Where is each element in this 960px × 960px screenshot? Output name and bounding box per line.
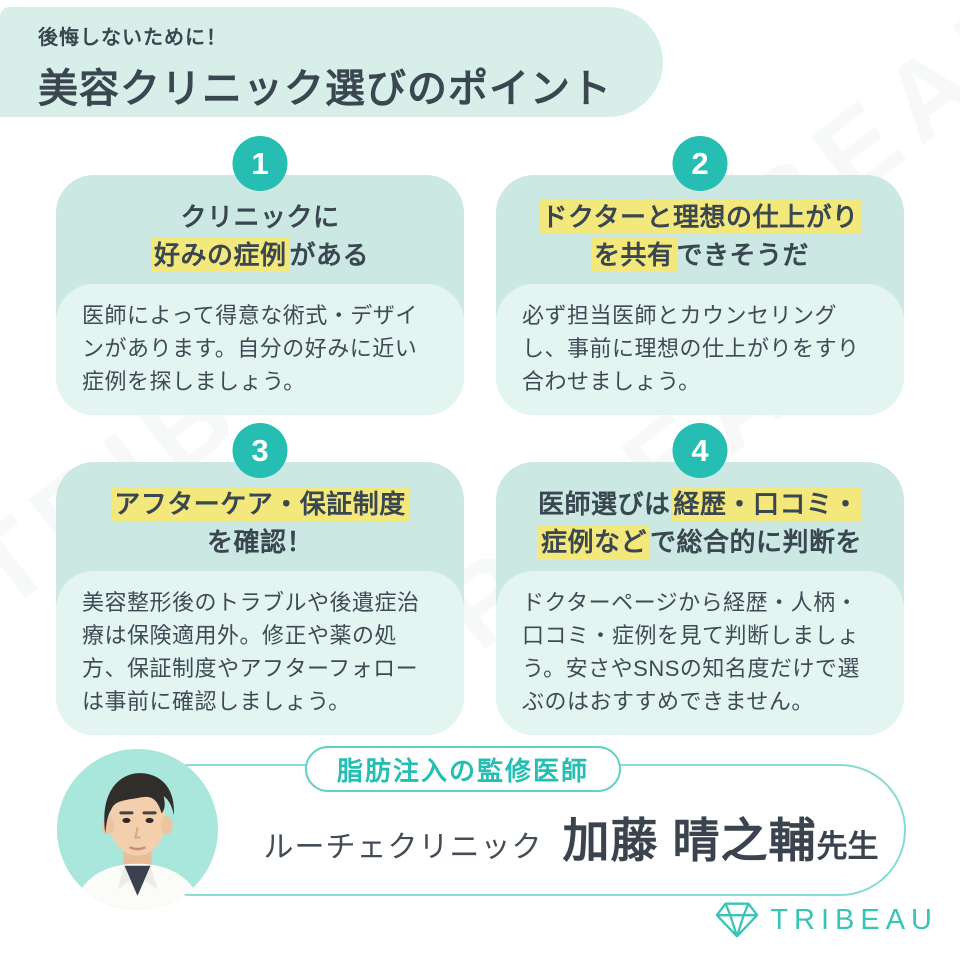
point-number-badge: 3 bbox=[232, 423, 288, 478]
point-description: 美容整形後のトラブルや後遺症治療は保険適用外。修正や薬の処方、保証制度やアフター… bbox=[82, 590, 420, 715]
highlighted-text: を共有 bbox=[590, 237, 677, 272]
plain-text: を確認！ bbox=[206, 526, 313, 557]
point-card: 3 アフターケア・保証制度を確認！ 美容整形後のトラブルや後遺症治療は保険適用外… bbox=[56, 423, 464, 736]
point-number-badge: 4 bbox=[672, 423, 728, 478]
diamond-icon bbox=[716, 902, 759, 938]
highlighted-text: ドクターと理想の仕上がり bbox=[538, 200, 862, 234]
point-description: 必ず担当医師とカウンセリングし、事前に理想の仕上がりをすり合わせましょう。 bbox=[522, 303, 860, 395]
plain-text: 医師選びは bbox=[537, 489, 671, 519]
doctor-avatar-illustration bbox=[57, 749, 218, 910]
point-card-body: ドクターページから経歴・人柄・口コミ・症例を見て判断しましょう。安さやSNSの知… bbox=[496, 571, 904, 736]
highlighted-text: 症例など bbox=[537, 524, 650, 559]
point-card-body: 美容整形後のトラブルや後遺症治療は保険適用外。修正や薬の処方、保証制度やアフター… bbox=[56, 571, 464, 736]
brand-logo: TRIBEAU bbox=[714, 900, 938, 940]
point-card-body: 必ず担当医師とカウンセリングし、事前に理想の仕上がりをすり合わせましょう。 bbox=[496, 284, 904, 416]
point-description: ドクターページから経歴・人柄・口コミ・症例を見て判断しましょう。安さやSNSの知… bbox=[522, 590, 860, 715]
plain-text: で総合的に判断を bbox=[650, 526, 863, 557]
supervisor-name-row: ルーチェクリニック 加藤 晴之輔 先生 bbox=[263, 802, 878, 871]
highlighted-text: 経歴・口コミ・ bbox=[670, 487, 863, 521]
highlighted-text: アフターケア・保証制度 bbox=[111, 487, 409, 521]
point-title: 医師選びは経歴・口コミ・症例などで総合的に判断を bbox=[512, 486, 888, 561]
page-title: 美容クリニック選びのポイント bbox=[38, 67, 612, 111]
brand-name: TRIBEAU bbox=[770, 903, 938, 936]
point-card: 4 医師選びは経歴・口コミ・症例などで総合的に判断を ドクターページから経歴・人… bbox=[496, 423, 904, 736]
header-band: 後悔しないために！ 美容クリニック選びのポイント bbox=[0, 7, 663, 117]
highlighted-text: 好みの症例 bbox=[150, 237, 290, 272]
supervisor-badge: 脂肪注入の監修医師 bbox=[305, 746, 622, 792]
point-card-header: 医師選びは経歴・口コミ・症例などで総合的に判断を bbox=[496, 462, 904, 571]
point-title: アフターケア・保証制度を確認！ bbox=[72, 486, 448, 561]
plain-text: できそうだ bbox=[676, 239, 810, 270]
clinic-name: ルーチェクリニック bbox=[263, 830, 543, 864]
point-title: ドクターと理想の仕上がりを共有できそうだ bbox=[512, 199, 888, 274]
point-card: 1 クリニックに好みの症例がある 医師によって得意な術式・デザインがあります。自… bbox=[56, 136, 464, 416]
point-card: 2 ドクターと理想の仕上がりを共有できそうだ 必ず担当医師とカウンセリングし、事… bbox=[496, 136, 904, 416]
point-number-badge: 1 bbox=[232, 136, 288, 191]
point-number-badge: 2 bbox=[672, 136, 728, 191]
point-card-header: ドクターと理想の仕上がりを共有できそうだ bbox=[496, 175, 904, 284]
doctor-name: 加藤 晴之輔 bbox=[562, 813, 817, 867]
point-card-header: アフターケア・保証制度を確認！ bbox=[56, 462, 464, 571]
plain-text: クリニックに bbox=[180, 202, 340, 232]
point-card-header: クリニックに好みの症例がある bbox=[56, 175, 464, 284]
doctor-photo bbox=[57, 749, 218, 910]
doctor-honorific: 先生 bbox=[816, 828, 879, 864]
point-title: クリニックに好みの症例がある bbox=[72, 199, 448, 274]
point-card-body: 医師によって得意な術式・デザインがあります。自分の好みに近い症例を探しましょう。 bbox=[56, 284, 464, 416]
header-tagline: 後悔しないために！ bbox=[38, 27, 227, 49]
point-description: 医師によって得意な術式・デザインがあります。自分の好みに近い症例を探しましょう。 bbox=[82, 303, 418, 395]
plain-text: がある bbox=[289, 239, 370, 270]
